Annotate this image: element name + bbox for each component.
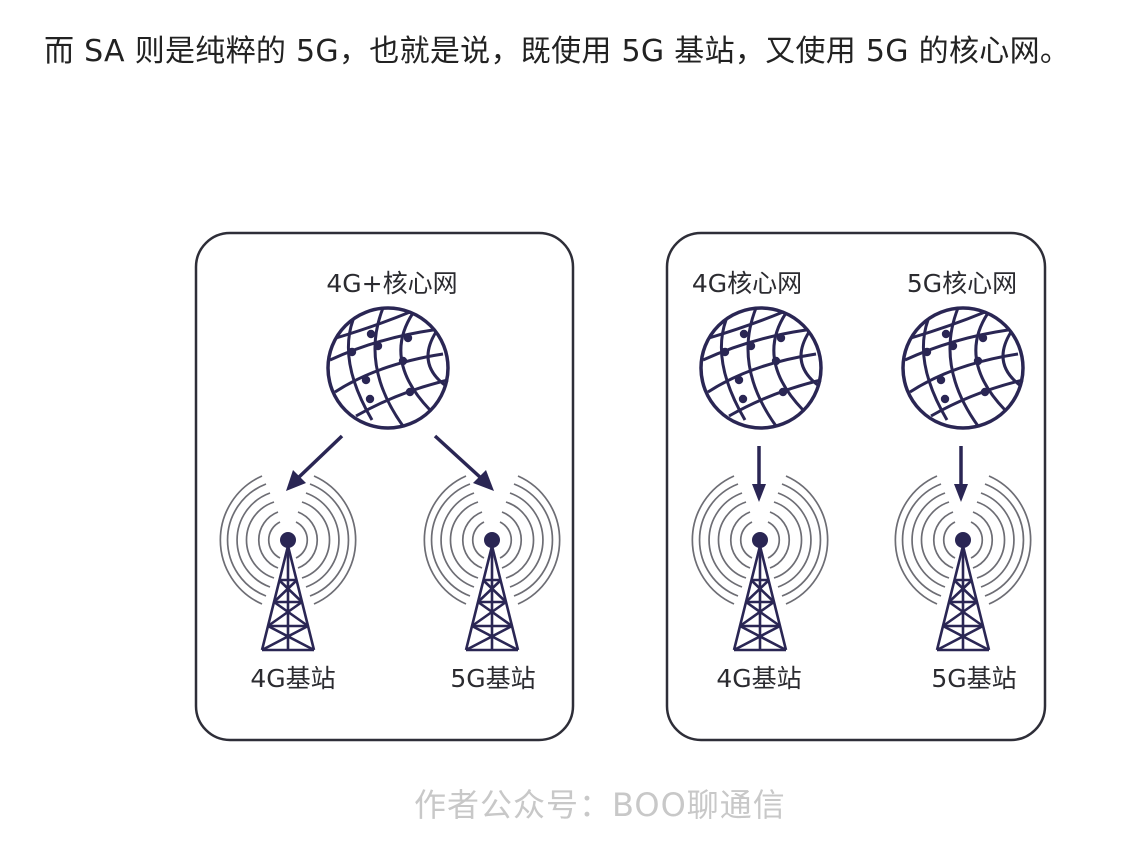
core-network-label: 4G+核心网 bbox=[326, 269, 457, 298]
globe-icon bbox=[901, 306, 1025, 430]
globe-icon bbox=[699, 306, 823, 430]
core-network-label: 5G核心网 bbox=[907, 269, 1017, 298]
core-network-label: 4G核心网 bbox=[692, 269, 802, 298]
base-station-label: 4G基站 bbox=[716, 664, 801, 693]
panel-shared-core: 4G+核心网 4G基站 5G基站 bbox=[194, 231, 575, 742]
watermark: 作者公众号：BOO聊通信 bbox=[414, 786, 786, 824]
base-station-label: 4G基站 bbox=[250, 664, 335, 693]
base-station-label: 5G基站 bbox=[450, 664, 535, 693]
down-arrow-icon bbox=[433, 434, 494, 491]
down-arrow-icon bbox=[752, 446, 766, 502]
globe-icon bbox=[326, 306, 450, 430]
base-station-label: 5G基站 bbox=[931, 664, 1016, 693]
panel-separate-cores: 4G核心网 5G核心网 4G基站 5G基站 bbox=[665, 231, 1047, 742]
down-arrow-icon bbox=[954, 446, 968, 502]
down-arrow-icon bbox=[286, 434, 344, 491]
headline: 而 SA 则是纯粹的 5G，也就是说，既使用 5G 基站，又使用 5G 的核心网… bbox=[44, 34, 1071, 69]
